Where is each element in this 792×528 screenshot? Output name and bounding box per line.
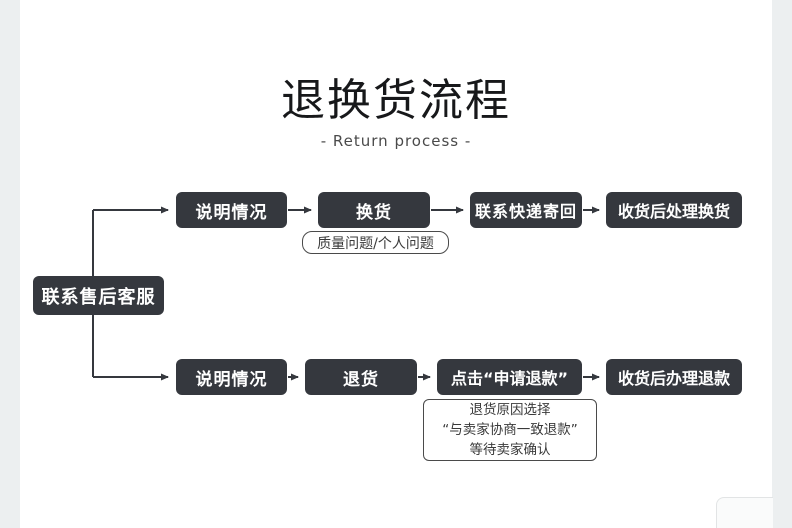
refund-note-line-1: 退货原因选择 xyxy=(469,402,551,418)
node-contact-after-sales: 联系售后客服 xyxy=(33,276,164,315)
floating-widget-partial[interactable] xyxy=(716,497,773,528)
page-subtitle: - Return process - xyxy=(320,132,472,150)
node-return-goods: 退货 xyxy=(305,359,417,395)
node-explain-situation-refund: 说明情况 xyxy=(176,359,287,395)
node-click-apply-refund: 点击“申请退款” xyxy=(437,359,582,395)
page-title: 退换货流程 xyxy=(281,75,511,126)
refund-note-line-3: 等待卖家确认 xyxy=(469,442,551,458)
refund-note-line-2: “与卖家协商一致退款” xyxy=(442,422,578,438)
node-exchange-goods: 换货 xyxy=(318,192,430,228)
node-contact-courier-return: 联系快递寄回 xyxy=(470,192,582,228)
callout-refund-details: 退货原因选择 “与卖家协商一致退款” 等待卖家确认 xyxy=(423,399,597,461)
node-process-exchange-after-receipt: 收货后处理换货 xyxy=(606,192,742,228)
content-panel xyxy=(20,0,772,528)
header: 退换货流程 - Return process - xyxy=(0,75,792,151)
node-handle-refund-after-receipt: 收货后办理退款 xyxy=(606,359,742,395)
callout-exchange-reasons: 质量问题/个人问题 xyxy=(302,231,449,254)
node-explain-situation-exchange: 说明情况 xyxy=(176,192,287,228)
